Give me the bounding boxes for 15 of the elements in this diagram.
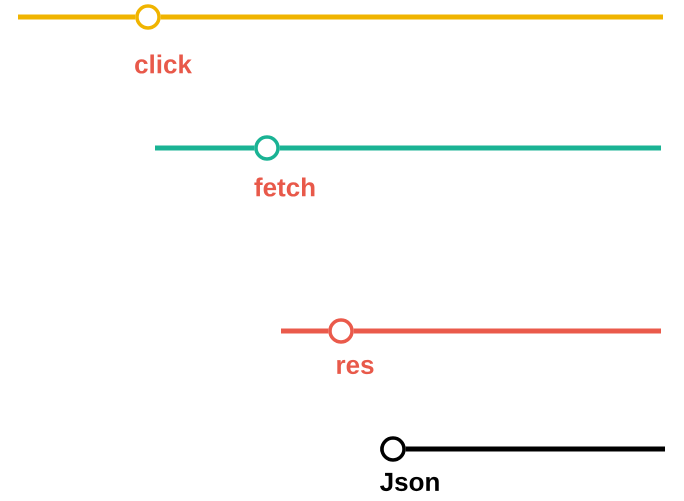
- event-label: fetch: [254, 177, 314, 197]
- event-marble: [380, 436, 406, 462]
- timeline: [160, 14, 663, 20]
- timeline: [281, 328, 328, 334]
- event-marble: [328, 318, 354, 344]
- timeline: [354, 328, 661, 334]
- event-label: res: [337, 360, 374, 374]
- timeline: [406, 446, 665, 452]
- event-label: Json: [380, 472, 439, 492]
- event-marble: [135, 4, 161, 30]
- event-marble: [254, 135, 280, 161]
- event-label: click: [135, 54, 192, 74]
- timeline: [155, 146, 254, 150]
- timeline: [18, 14, 136, 20]
- timeline: [280, 146, 661, 150]
